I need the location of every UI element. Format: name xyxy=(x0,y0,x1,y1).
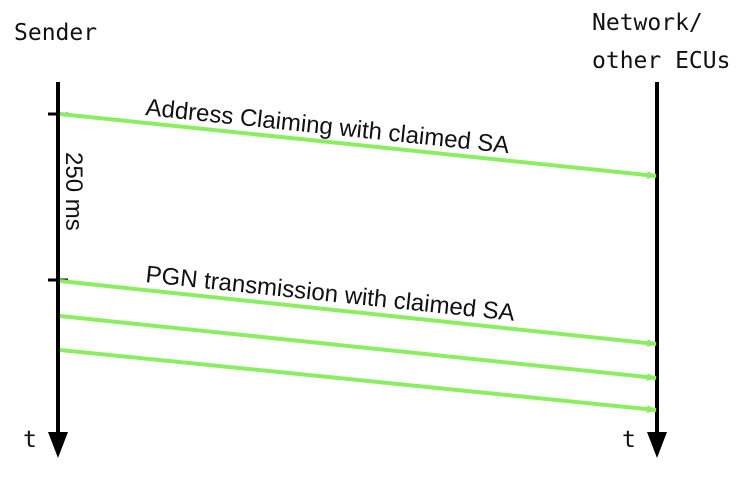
network-lifeline xyxy=(647,82,667,458)
arrow-pgn-1 xyxy=(59,279,657,348)
arrow-pgn-3 xyxy=(59,348,657,414)
message-label-address-claim: Address Claiming with claimed SA xyxy=(144,94,510,159)
interval-label: 250 ms xyxy=(60,152,87,231)
time-label-left: t xyxy=(23,427,37,453)
sender-label: Sender xyxy=(14,20,97,46)
network-label-2: other ECUs xyxy=(592,48,730,74)
sender-lifeline xyxy=(48,82,68,458)
arrow-pgn-2 xyxy=(59,314,657,382)
time-arrow-icon xyxy=(647,432,667,458)
time-arrow-icon xyxy=(48,432,68,458)
network-label-1: Network/ xyxy=(592,10,703,36)
time-label-right: t xyxy=(622,427,636,453)
arrow-address-claim xyxy=(59,112,657,180)
